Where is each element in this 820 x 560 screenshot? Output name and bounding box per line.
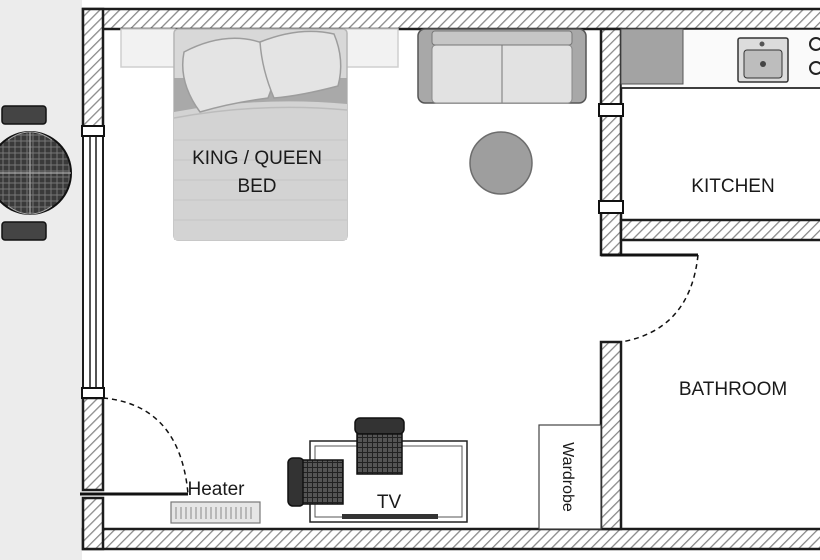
round-table [469, 131, 533, 195]
wall-partition-upper [599, 27, 623, 257]
wall-bottom [81, 527, 820, 551]
wardrobe-label: Wardrobe [559, 442, 576, 512]
stove-burner [809, 37, 820, 51]
left-window [81, 125, 105, 399]
balcony-chair [0, 105, 72, 241]
wall-partition-lower [599, 340, 623, 531]
partition-marker-bottom [598, 200, 624, 214]
nightstand-left [120, 28, 176, 68]
kitchen-counter [620, 28, 820, 89]
wall-top [81, 7, 820, 31]
tv-screen [342, 514, 438, 519]
bed [173, 28, 348, 241]
partition-marker-top [598, 103, 624, 117]
entrance-door [80, 397, 189, 496]
heater-label: Heater [187, 479, 245, 500]
tv-label: TV [377, 492, 402, 513]
bed-label-line2: BED [237, 176, 276, 197]
kitchen-label: KITCHEN [691, 176, 774, 197]
wall-left-bottom [81, 496, 105, 551]
bathroom-label: BATHROOM [679, 379, 787, 400]
wall-left-lower [81, 396, 105, 492]
balcony-area [0, 0, 82, 560]
bed-label: KING / QUEEN [192, 148, 322, 169]
bathroom-door [601, 253, 699, 343]
desk-chair-left [287, 457, 344, 507]
wall-kitchen-bath [619, 218, 820, 242]
wall-left-upper [81, 7, 105, 133]
wardrobe [538, 424, 602, 530]
sofa [417, 28, 587, 104]
pillow-left [181, 37, 275, 113]
pillow-right [259, 30, 342, 99]
heater [170, 501, 261, 524]
desk-chair-top [354, 417, 405, 475]
nightstand-right [343, 28, 399, 68]
stove-burner [809, 61, 820, 75]
